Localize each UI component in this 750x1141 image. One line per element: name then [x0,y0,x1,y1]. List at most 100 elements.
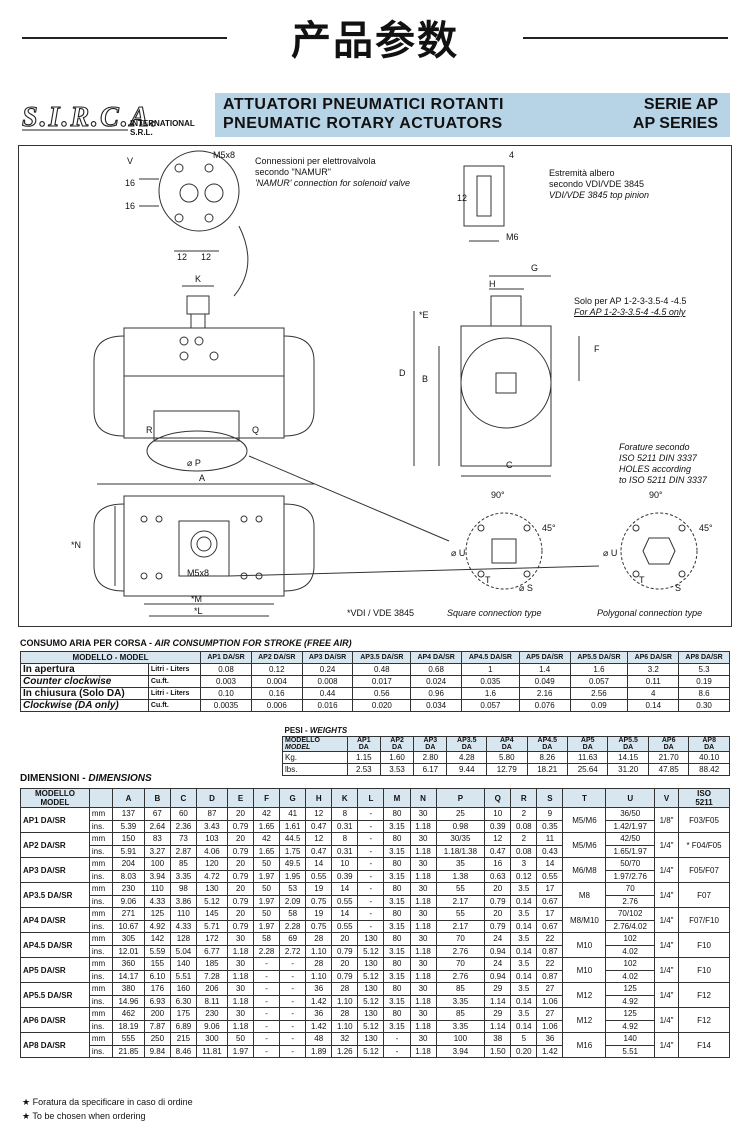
dim-cell: 1.14 [484,1019,512,1033]
dim-cell: 360 [112,957,145,971]
dim-cell: 1.18 [409,1019,437,1033]
dim-cell: 30 [409,1007,437,1021]
dim-cell: - [357,869,385,883]
dim-V: 1/4" [654,957,680,983]
dim-cell: 3.5 [510,982,538,996]
dim-cell: 3.15 [383,969,411,983]
dim-V: 1/4" [654,1007,680,1033]
dim-cell: 55 [435,907,486,921]
dim-cell: 11.81 [195,1044,228,1058]
dim-cell: - [357,807,385,821]
dim-cell: 28 [305,932,333,946]
dim-cell: 0.94 [484,969,512,983]
dim-cell: 12.01 [112,944,145,958]
dim-cell: 0.08 [510,844,538,858]
weights-cell: 11.63 [566,751,609,764]
dim-cell: - [279,1032,307,1046]
dim-unit: ins. [88,1019,114,1033]
svg-text:12: 12 [457,193,467,203]
dim-cell: 50 [253,907,281,921]
dim-U: 2.76/4.02 [605,919,656,933]
only-note: Solo per AP 1-2-3-3.5-4 -4.5 For AP 1-2-… [574,296,687,317]
dim-unit: mm [88,907,114,921]
dim-cell: 80 [383,1007,411,1021]
dim-cell: 555 [112,1032,145,1046]
dim-U: 70/102 [605,907,656,921]
dim-cell: 80 [383,932,411,946]
dim-cell: 2.76 [435,969,486,983]
dim-unit: mm [88,832,114,846]
dim-T: M10 [562,932,607,958]
dim-cell: 100 [143,857,171,871]
dim-cell: 2.17 [435,919,486,933]
dim-cell: 30 [409,907,437,921]
dim-unit: mm [88,957,114,971]
dim-U: 4.92 [605,1019,656,1033]
dim-cell: 48 [305,1032,333,1046]
dim-cell: 98 [169,882,197,896]
dim-cell: 2.36 [169,819,197,833]
dim-cell: 0.39 [331,869,359,883]
dim-cell: 3.5 [510,957,538,971]
dim-cell: 0.55 [331,919,359,933]
weights-model-part: AP4 [499,737,514,744]
dim-cell: 85 [435,982,486,996]
dims-section-title: DIMENSIONI - DIMENSIONS [20,773,152,784]
dim-cell: 3.15 [383,944,411,958]
dim-cell: 5.12 [195,894,228,908]
svg-text:A: A [199,473,205,483]
dim-cell: 32 [331,1032,359,1046]
air-cell: 0.10 [200,687,252,700]
dim-cell: - [279,1019,307,1033]
dim-cell: 42 [253,832,281,846]
weights-model-part: AP5.5 [618,737,638,744]
dim-cell: 1.06 [536,1019,564,1033]
dim-cell: 0.20 [510,1044,538,1058]
dim-cell: 3.5 [510,932,538,946]
dim-cell: 87 [195,807,228,821]
dim-cell: 6.77 [195,944,228,958]
dim-cell: - [279,1007,307,1021]
dim-cell: 0.43 [536,844,564,858]
dim-cell: 1.18 [409,969,437,983]
air-cell: 0.004 [250,675,303,688]
dim-cell: 44.5 [279,832,307,846]
dim-cell: 175 [169,1007,197,1021]
dim-cell: 19 [305,907,333,921]
dim-cell: 30 [409,807,437,821]
weights-cell: 31.20 [607,763,649,776]
dim-cell: 5.12 [357,1019,385,1033]
dim-unit: ins. [88,844,114,858]
dim-cell: 50 [253,857,281,871]
dim-V: 1/4" [654,857,680,883]
dim-header: Q [484,788,512,808]
air-row-label: In apertura [20,663,149,676]
dim-T: M8/M10 [562,907,607,933]
dim-cell: 30 [409,1032,437,1046]
dim-header: V [654,788,680,808]
dim-header-part: 5211 [695,798,713,807]
dim-cell: 12 [484,832,512,846]
dim-cell: 0.14 [510,944,538,958]
dim-cell: 1.61 [279,819,307,833]
dim-T: M6/M8 [562,857,607,883]
dim-header-part: A [125,793,132,803]
svg-text:M5x8: M5x8 [187,568,209,578]
weights-cell: 2.80 [413,751,448,764]
dim-cell: 30 [226,932,255,946]
dim-cell: - [253,1019,281,1033]
dim-cell: 30 [409,832,437,846]
air-cell: 0.076 [518,699,571,712]
dim-cell: 83 [143,832,171,846]
dim-cell: 0.79 [331,969,359,983]
dim-cell: 142 [143,932,171,946]
svg-text:45°: 45° [699,523,713,533]
dim-cell: 30 [409,882,437,896]
dim-cell: 0.79 [484,919,512,933]
dim-cell: 20 [331,957,359,971]
